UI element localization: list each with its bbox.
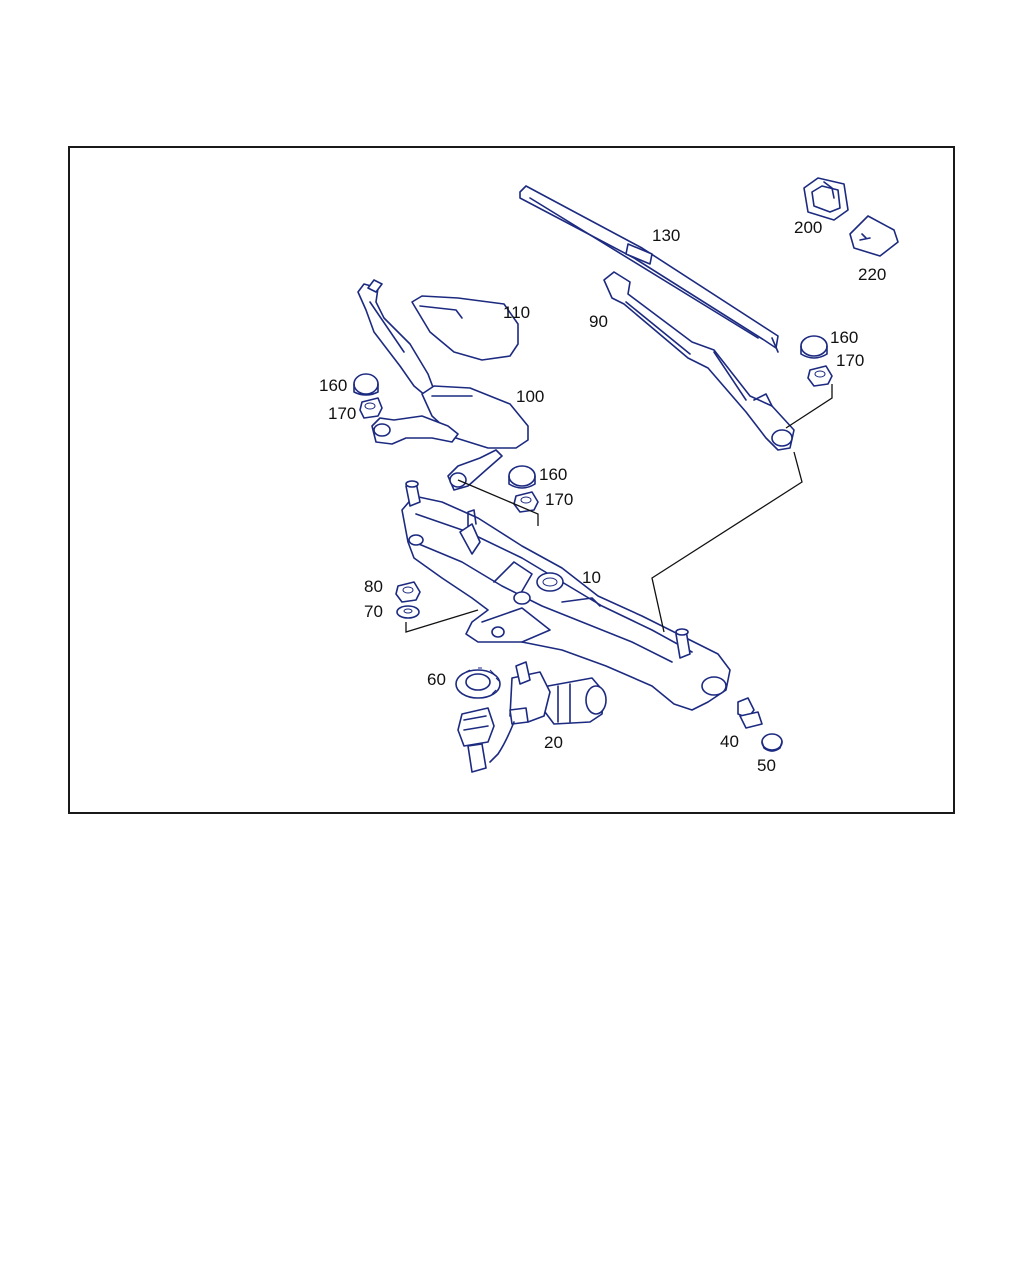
label-part-160-left: 160 — [319, 376, 347, 395]
wiper-blade-130[interactable] — [519, 185, 779, 353]
crank-mid[interactable] — [447, 449, 503, 491]
crank-left[interactable] — [371, 415, 459, 445]
label-part-20: 20 — [544, 733, 563, 752]
label-part-70: 70 — [364, 602, 383, 621]
nut-170-right[interactable] — [807, 365, 833, 387]
diagram-frame: 10 20 40 50 60 70 80 90 100 110 130 160 … — [68, 146, 955, 814]
label-part-80: 80 — [364, 577, 383, 596]
label-part-110: 110 — [503, 303, 530, 322]
grommet-60[interactable] — [455, 667, 501, 699]
wiper-arm-left[interactable] — [357, 279, 435, 397]
label-part-170-right: 170 — [836, 351, 864, 370]
label-part-60: 60 — [427, 670, 446, 689]
label-part-90: 90 — [589, 312, 608, 331]
clip-200[interactable] — [803, 177, 849, 221]
nut-170-left[interactable] — [359, 397, 383, 419]
label-part-50: 50 — [757, 756, 776, 775]
label-part-170-left: 170 — [328, 404, 356, 423]
label-part-200: 200 — [794, 218, 822, 237]
wiper-motor-20[interactable] — [457, 661, 607, 773]
leader-lines — [405, 384, 833, 633]
cap-50[interactable] — [761, 733, 783, 752]
label-part-170-mid: 170 — [545, 490, 573, 509]
cap-160-left[interactable] — [353, 373, 379, 396]
nut-80[interactable] — [395, 581, 421, 603]
label-part-160-right: 160 — [830, 328, 858, 347]
screw-40[interactable] — [737, 697, 763, 729]
cap-160-right[interactable] — [800, 335, 828, 359]
washer-70[interactable] — [396, 605, 420, 619]
label-part-40: 40 — [720, 732, 739, 751]
wiper-assembly-diagram: 10 20 40 50 60 70 80 90 100 110 130 160 … — [319, 177, 899, 775]
label-part-100: 100 — [516, 387, 544, 406]
linkage-frame-10[interactable] — [401, 480, 731, 711]
cap-160-mid[interactable] — [508, 465, 536, 489]
label-part-160-mid: 160 — [539, 465, 567, 484]
clip-220[interactable] — [849, 215, 899, 257]
cover-110[interactable] — [411, 295, 519, 361]
label-part-10: 10 — [582, 568, 601, 587]
label-part-130: 130 — [652, 226, 680, 245]
label-part-220: 220 — [858, 265, 886, 284]
wiper-arm-90[interactable] — [603, 271, 795, 451]
